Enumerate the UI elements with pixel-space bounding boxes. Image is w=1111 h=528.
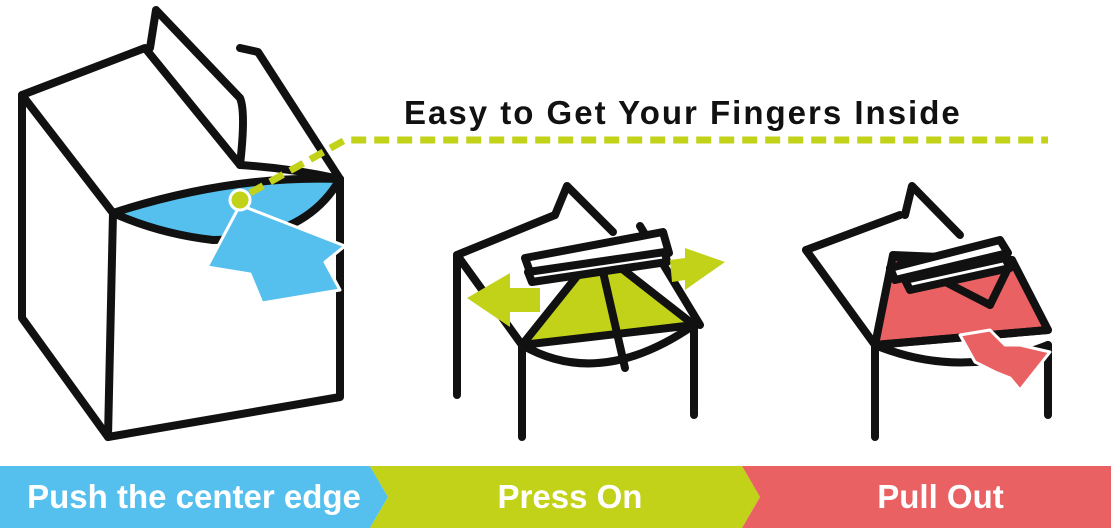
step-label-push: Push the center edge bbox=[27, 478, 361, 515]
push-arrow bbox=[205, 203, 347, 305]
press-arrow-left bbox=[467, 273, 540, 327]
carton-step-1 bbox=[18, 6, 347, 441]
step-label-pull: Pull Out bbox=[877, 478, 1004, 515]
pull-arrow bbox=[958, 328, 1052, 392]
step-3-band bbox=[742, 466, 1111, 528]
caption-pointer-line bbox=[248, 136, 1048, 197]
step-label-press: Press On bbox=[497, 478, 643, 515]
step-1-band bbox=[0, 466, 388, 528]
carton-step-3 bbox=[802, 182, 1052, 441]
finger-point-dot bbox=[228, 188, 252, 212]
press-arrow-right bbox=[670, 248, 725, 290]
step-2-band bbox=[370, 466, 760, 528]
step-banner bbox=[0, 466, 1111, 528]
carton-step-2 bbox=[453, 182, 725, 441]
caption: Easy to Get Your Fingers Inside bbox=[404, 94, 962, 131]
